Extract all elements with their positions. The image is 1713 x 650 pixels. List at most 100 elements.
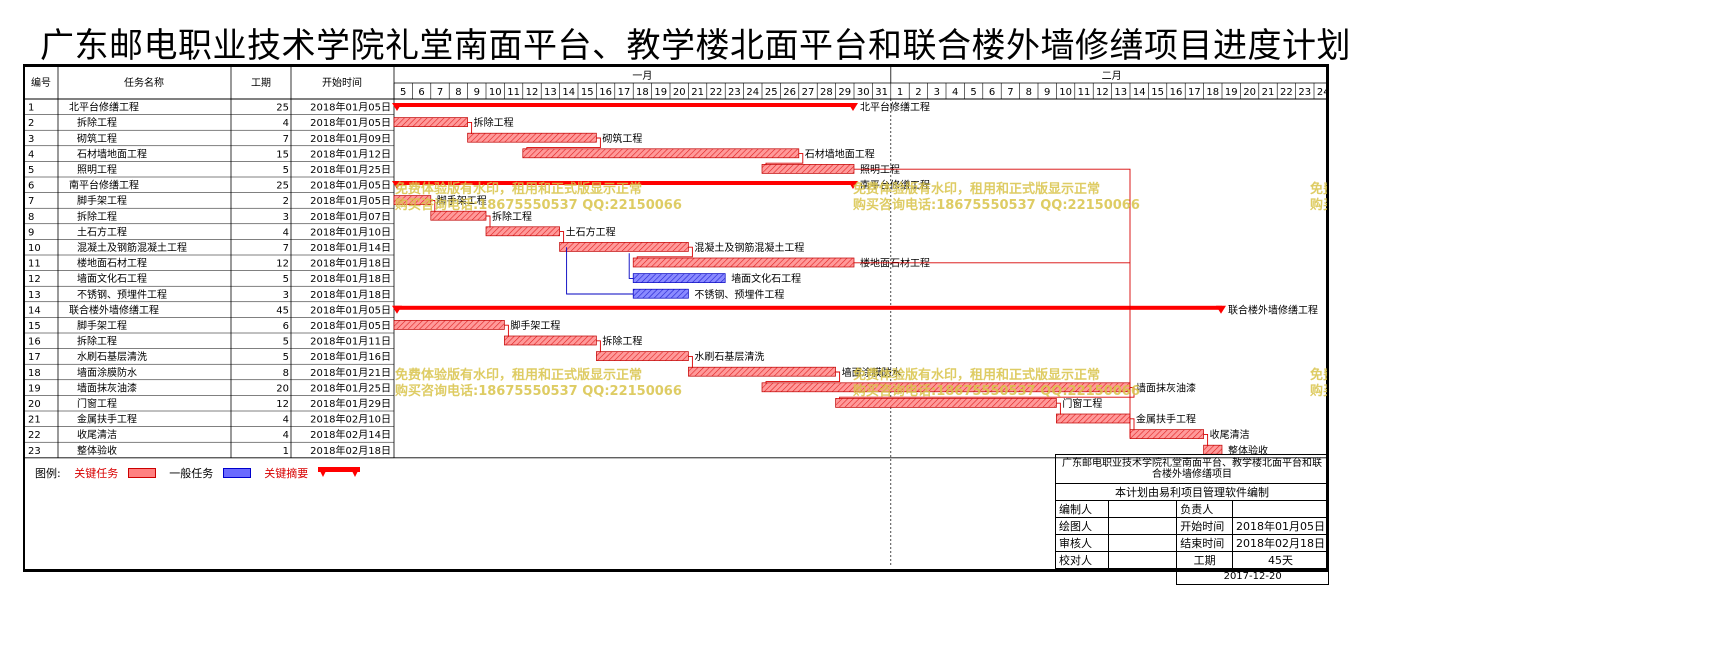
row-name: 脚手架工程 xyxy=(77,319,127,332)
info-project: 广东邮电职业技术学院礼堂南面平台、教学楼北面平台和联合楼外墙修缮项目 xyxy=(1055,454,1329,484)
legend-normal-swatch xyxy=(222,468,251,478)
col-header-start: 开始时间 xyxy=(322,76,362,89)
row-duration: 7 xyxy=(283,134,289,145)
bar-label: 整体验收 xyxy=(1228,444,1268,457)
page-title: 广东邮电职业技术学院礼堂南面平台、教学楼北面平台和联合楼外墙修缮项目进度计划 xyxy=(40,26,1351,66)
day-label: 23 xyxy=(728,87,741,98)
task-bar xyxy=(596,351,689,361)
row-name: 金属扶手工程 xyxy=(77,413,137,426)
info-blank xyxy=(1056,569,1177,585)
row-name: 水刷石基层清洗 xyxy=(77,350,147,363)
day-label: 4 xyxy=(952,87,958,98)
month-label-feb: 二月 xyxy=(1102,70,1122,82)
row-start: 2018年01月14日 xyxy=(310,241,391,254)
watermark-line2: 购买咨询电话:18675550537 QQ:22150066 xyxy=(853,383,1140,399)
row-id: 17 xyxy=(28,352,41,363)
task-bar xyxy=(522,148,800,159)
day-label: 15 xyxy=(581,87,594,98)
row-duration: 45 xyxy=(276,305,289,316)
bar-label: 脚手架工程 xyxy=(437,194,487,207)
day-label: 21 xyxy=(691,87,704,98)
row-duration: 4 xyxy=(283,118,289,129)
row-duration: 6 xyxy=(283,321,289,332)
info-compiler-value xyxy=(1108,500,1178,518)
row-id: 19 xyxy=(28,383,41,394)
dependency-link xyxy=(765,153,804,166)
row-start: 2018年01月07日 xyxy=(310,210,391,223)
row-duration: 4 xyxy=(283,415,289,426)
row-name: 砌筑工程 xyxy=(77,132,117,145)
day-label: 7 xyxy=(437,87,443,98)
row-start: 2018年01月05日 xyxy=(310,319,391,332)
task-bar xyxy=(467,132,597,143)
day-label: 14 xyxy=(562,87,575,98)
day-label: 15 xyxy=(1151,87,1164,98)
bar-label: 墙面抹灰油漆 xyxy=(1136,381,1196,394)
row-name: 石材墙地面工程 xyxy=(77,147,147,160)
info-checker-value xyxy=(1108,534,1178,552)
day-label: 5 xyxy=(400,87,406,98)
day-label: 19 xyxy=(1225,87,1238,98)
day-label: 11 xyxy=(507,87,520,98)
day-label: 17 xyxy=(618,87,631,98)
bar-label: 砌筑工程 xyxy=(602,132,642,145)
day-label: 18 xyxy=(1206,87,1219,98)
task-bar xyxy=(632,288,689,299)
task-bar xyxy=(504,335,597,346)
day-label: 14 xyxy=(1133,87,1146,98)
watermark-line1: 免费体验版有水印，租用和正式版显示正常 xyxy=(1310,367,1327,383)
day-label: 10 xyxy=(489,87,502,98)
row-id: 4 xyxy=(28,149,34,160)
day-label: 20 xyxy=(673,87,686,98)
bar-label: 水刷石基层清洗 xyxy=(694,350,764,363)
bar-label: 墙面涂膜防水 xyxy=(842,366,902,379)
row-id: 18 xyxy=(28,368,41,379)
task-bar xyxy=(688,366,836,377)
row-id: 16 xyxy=(28,337,41,348)
bar-label: 金属扶手工程 xyxy=(1136,413,1196,426)
dependency-link-long xyxy=(854,168,1131,438)
row-duration: 1 xyxy=(283,446,289,457)
day-label: 6 xyxy=(989,87,995,98)
legend-critical-swatch xyxy=(127,468,156,478)
info-duration-label: 工期 xyxy=(1176,551,1233,569)
dependency-link xyxy=(596,340,601,353)
row-start: 2018年01月09日 xyxy=(310,132,391,145)
row-id: 22 xyxy=(28,430,41,441)
row-name: 照明工程 xyxy=(77,164,117,176)
bar-label: 不锈钢、预埋件工程 xyxy=(694,288,784,301)
legend-summary-label: 关键摘要 xyxy=(264,467,309,480)
summary-start-marker xyxy=(392,103,402,111)
row-start: 2018年01月18日 xyxy=(310,257,391,270)
row-id: 2 xyxy=(28,118,34,129)
bar-label: 脚手架工程 xyxy=(510,319,560,332)
row-duration: 5 xyxy=(283,352,289,363)
bar-label: 土石方工程 xyxy=(566,225,616,238)
bar-label: 南平台修缮工程 xyxy=(860,179,930,192)
day-label: 22 xyxy=(1280,87,1293,98)
dependency-link xyxy=(765,371,841,384)
info-owner: 负责人 xyxy=(1176,500,1233,518)
bar-label: 拆除工程 xyxy=(474,116,514,129)
row-id: 13 xyxy=(28,290,41,301)
row-id: 12 xyxy=(28,274,41,285)
task-bar xyxy=(1129,429,1204,439)
summary-bar xyxy=(394,305,1222,310)
row-id: 14 xyxy=(28,305,41,316)
info-software: 本计划由易利项目管理软件编制 xyxy=(1055,483,1329,501)
row-id: 5 xyxy=(28,165,34,176)
row-name: 混凝土及钢筋混凝土工程 xyxy=(77,241,187,254)
row-name: 楼地面石材工程 xyxy=(77,257,147,270)
row-name: 门窗工程 xyxy=(77,397,117,410)
info-drawer-value xyxy=(1108,517,1178,535)
day-label: 24 xyxy=(746,87,759,98)
task-bar xyxy=(393,117,468,127)
day-label: 22 xyxy=(710,87,723,98)
dependency-link xyxy=(636,246,693,259)
info-table: 广东邮电职业技术学院礼堂南面平台、教学楼北面平台和联合楼外墙修缮项目 本计划由易… xyxy=(1054,454,1329,585)
col-header-name: 任务名称 xyxy=(124,76,164,89)
dependency-link xyxy=(1130,418,1135,431)
day-label: 21 xyxy=(1262,87,1275,98)
day-label: 13 xyxy=(1114,87,1127,98)
